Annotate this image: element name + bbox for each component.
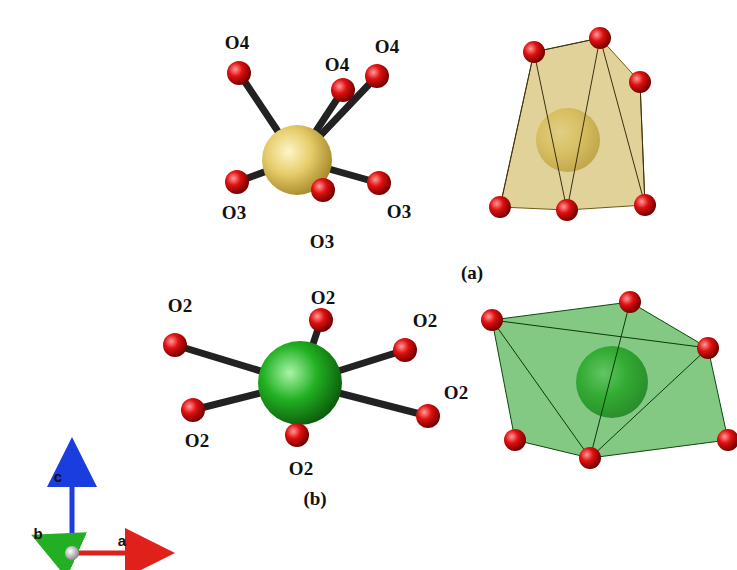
atom-label: O2 xyxy=(311,288,335,307)
panel-label: (a) xyxy=(461,263,483,282)
axis-label: a xyxy=(118,533,126,548)
atom-label: O2 xyxy=(185,431,209,450)
atom-label: O2 xyxy=(289,459,313,478)
atom-label: O4 xyxy=(325,55,349,74)
atom-label: O4 xyxy=(375,37,399,56)
atom-label: O3 xyxy=(310,232,334,251)
atom-label: O2 xyxy=(444,383,468,402)
atom-label: O3 xyxy=(387,202,411,221)
axis-label: b xyxy=(33,526,42,541)
atom-label: O2 xyxy=(168,296,192,315)
atom-label: O3 xyxy=(222,203,246,222)
panel-label: (b) xyxy=(303,489,326,508)
atom-label: O4 xyxy=(225,33,249,52)
axis-label: c xyxy=(54,469,62,484)
atom-label: O2 xyxy=(413,311,437,330)
